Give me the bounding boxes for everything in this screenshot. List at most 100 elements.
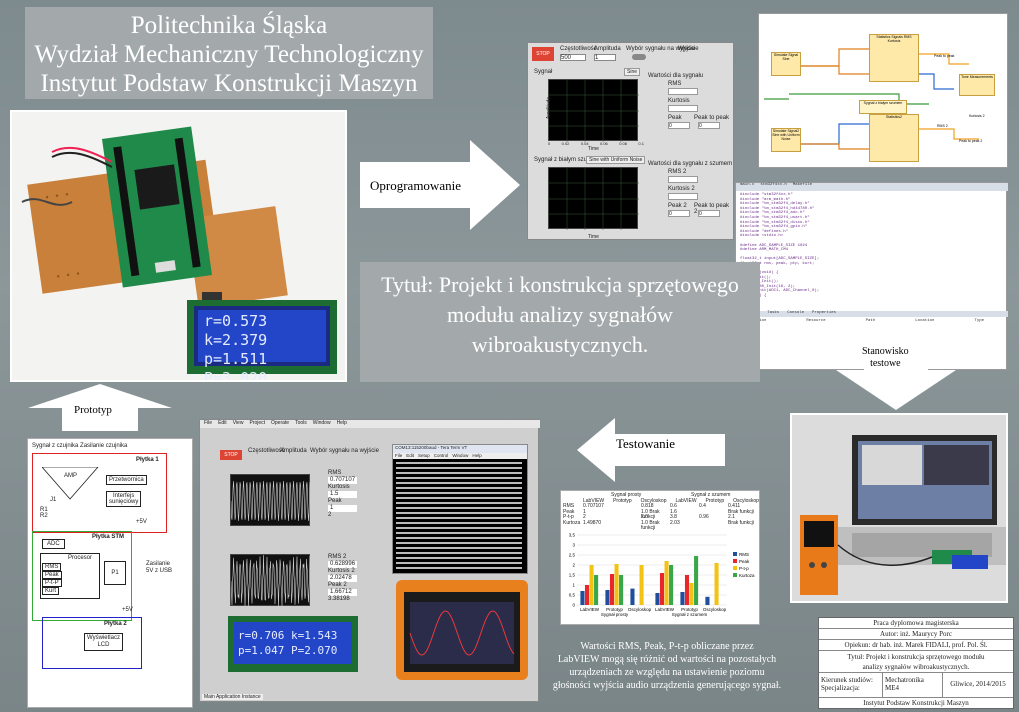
- tasks-tab[interactable]: Tasks: [767, 311, 780, 315]
- code-line: #define ARM_MATH_CM4: [740, 248, 789, 253]
- table-col: Oscyloskop: [640, 498, 667, 504]
- menu-item[interactable]: Project: [249, 420, 265, 426]
- code-tab[interactable]: main.c: [740, 183, 755, 187]
- test-stand-illustration: [792, 415, 1006, 601]
- menu-item[interactable]: Tools: [295, 420, 307, 426]
- code-line: #include "tm_stm32f4_usart.h": [740, 215, 810, 220]
- x-tick: 0.1: [638, 141, 644, 146]
- statistics-block[interactable]: Statistics Signals RMS Kurtosis: [869, 34, 919, 82]
- code-lines: #include "stm32f4xx.h"#include "arm_math…: [740, 193, 930, 313]
- labview-block-diagram: Simulate Signal Sine Statistics Signals …: [758, 13, 1008, 168]
- header-university: Politechnika Śląska: [130, 12, 328, 39]
- code-tab[interactable]: Makefile: [792, 183, 813, 187]
- stop-button[interactable]: STOP: [532, 47, 554, 61]
- plot1-type[interactable]: Sine: [624, 68, 641, 76]
- statistics2-block[interactable]: Statistics2: [869, 114, 919, 162]
- noise-case-block[interactable]: Sygnał z białym szumem: [859, 100, 907, 114]
- code-line: #include "tm_stm32f4_hd44780.h": [740, 206, 815, 211]
- bd-kurt: Kurt: [42, 587, 60, 595]
- arrow-prototyp: [28, 384, 172, 431]
- terminal-line: [396, 532, 522, 534]
- plot2-type[interactable]: Sine with Uniform Noise: [586, 156, 646, 164]
- bd-title: Sygnał z czujnika Zasilanie czujnika: [32, 443, 128, 449]
- test-peak2-label: Peak 2: [328, 582, 347, 588]
- bd-processor-box: [40, 553, 100, 599]
- bd-plate1: [32, 453, 167, 533]
- bd-5v-a: +5V: [136, 519, 147, 525]
- bar-peak: [609, 574, 615, 605]
- table-cell: 0.96: [699, 514, 709, 520]
- x-category-label: Oscyloskop: [628, 607, 652, 612]
- menu-item[interactable]: Operate: [271, 420, 290, 426]
- code-line: #include "tm_stm32f4_adc.h": [740, 211, 805, 216]
- table-cell: 0.707107: [583, 503, 604, 509]
- simulate-signal-block[interactable]: Simulate Signal Sine: [771, 52, 801, 76]
- terminal-menu-item[interactable]: Setup: [418, 453, 430, 458]
- terminal-menu-item[interactable]: Help: [472, 453, 482, 458]
- bd-interface: Interfejs sunięciowy: [106, 491, 142, 507]
- footnote-line2: LabVIEW mogą się różnić od wartości na p…: [557, 654, 777, 665]
- code-line: float32_t rms, peak, ptp, kurt;: [740, 261, 815, 266]
- rms2-value: [668, 176, 698, 183]
- menu-item[interactable]: File: [204, 420, 213, 426]
- amp-label: Amplituda: [594, 46, 621, 52]
- test-values1: RMS 0.707107 Kurtosis 1.5 Peak 1 2: [328, 470, 358, 519]
- x-tick: 0.06: [600, 141, 608, 146]
- terminal-menu-item[interactable]: Window: [452, 453, 469, 458]
- simulate-signal2-block[interactable]: Simulate Signal2 Sine with Uniform Noise: [771, 128, 801, 152]
- amp-input[interactable]: 1: [594, 54, 616, 61]
- table-col: Prototyp: [705, 498, 725, 504]
- bar-peak: [684, 575, 690, 605]
- noise-toggle[interactable]: [632, 54, 646, 60]
- test-kurtosis2-label: Kurtosis 2: [328, 568, 355, 574]
- menu-item[interactable]: Edit: [218, 420, 227, 426]
- header-institute: Instytut Podstaw Konstrukcji Maszyn: [40, 70, 418, 97]
- test-rms-label: RMS: [328, 470, 342, 476]
- legend-swatch: [733, 573, 737, 577]
- kurtosis-value: [668, 105, 698, 112]
- table-row-name: Peak: [563, 508, 575, 515]
- menu-item[interactable]: View: [232, 420, 244, 426]
- bd-amp: AMP: [64, 473, 78, 479]
- terminal-line: [396, 557, 522, 559]
- problems-header: Description Resource Path Location Type: [740, 319, 984, 323]
- table-cell: 1.6: [670, 508, 677, 515]
- plot1-title: Sygnał: [534, 69, 553, 75]
- test-stop-button[interactable]: STOP: [220, 450, 242, 460]
- terminal-menu-item[interactable]: Control: [433, 453, 449, 458]
- tone-meas-block[interactable]: Tone Measurements: [959, 74, 995, 96]
- output-label: Wyjście: [678, 46, 699, 52]
- table-cell: 2: [583, 514, 586, 520]
- x-group-label: Sygnał prosty: [601, 612, 629, 617]
- prototype-lcd-line1: r=0.573 k=2.379: [204, 312, 268, 349]
- oscilloscope-screen: [404, 592, 520, 672]
- menu-item[interactable]: Help: [336, 420, 347, 426]
- code-tab[interactable]: stm32f4xx.h: [760, 183, 787, 187]
- problems-col: Location: [915, 319, 935, 323]
- statistics2-label: Statistics2: [886, 115, 902, 119]
- terminal-menu-item[interactable]: Edit: [406, 453, 415, 458]
- test-lcd-line2: p=1.047 P=2.070: [238, 644, 338, 657]
- terminal-line: [396, 507, 522, 509]
- code-line: #include "stm32f4xx.h": [740, 193, 793, 197]
- properties-tab[interactable]: Properties: [812, 311, 837, 315]
- menu-item[interactable]: Window: [312, 420, 331, 426]
- console-tab[interactable]: Console: [787, 311, 805, 315]
- x-tick: 0.04: [580, 141, 589, 146]
- project-title-box: Tytuł: Projekt i konstrukcja sprzętowego…: [360, 262, 760, 382]
- code-line: #include <stdio.h>: [740, 234, 784, 239]
- bar-ptp: [689, 583, 694, 605]
- labview-front-panel: STOP Częstotliwość 500 Amplituda 1 Wybór…: [527, 42, 734, 240]
- x-tick: 0.08: [619, 141, 627, 146]
- terminal-line: [396, 517, 522, 519]
- bar-rms: [605, 590, 610, 605]
- freq-input[interactable]: 500: [560, 54, 586, 61]
- peak-value: 0: [668, 122, 690, 129]
- test-peak2-value: 1.66712: [328, 589, 358, 596]
- terminal-line: [396, 547, 522, 549]
- terminal-menu-item[interactable]: File: [395, 453, 403, 458]
- info-field-value2: ME4: [885, 684, 899, 692]
- footnote: Wartości RMS, Peak, P-t-p obliczane prze…: [548, 640, 786, 692]
